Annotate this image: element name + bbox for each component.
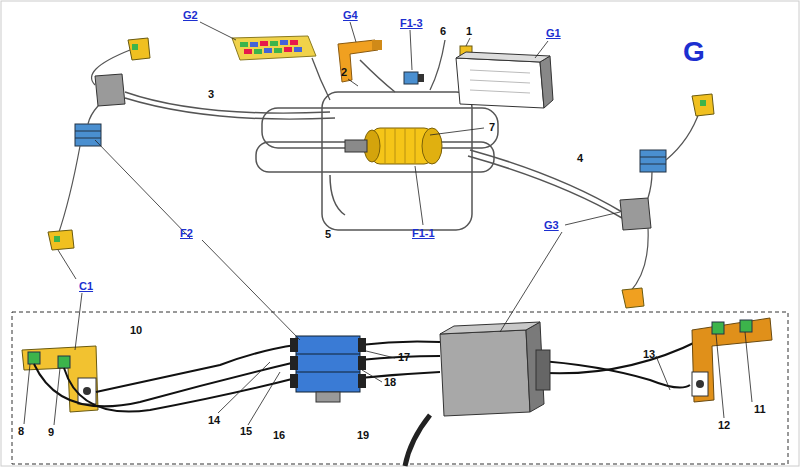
component-code: F1-3	[400, 18, 423, 29]
component-code: G2	[183, 10, 198, 21]
group-letter: G	[683, 38, 705, 66]
component-code: F1-1	[412, 228, 435, 239]
component-code: G3	[544, 220, 559, 231]
callout-number: 3	[208, 89, 214, 100]
component-code: C1	[79, 281, 93, 292]
component-code: G4	[343, 10, 358, 21]
component-code: F2	[180, 228, 193, 239]
callout-number: 8	[18, 426, 24, 437]
callout-number: 4	[577, 153, 583, 164]
callout-number: 15	[240, 426, 252, 437]
callout-number: 12	[718, 420, 730, 431]
callout-number: 2	[341, 67, 347, 78]
callout-number: 5	[325, 229, 331, 240]
callout-number: 17	[398, 352, 410, 363]
callout-number: 11	[754, 404, 766, 415]
callout-number: 13	[643, 349, 655, 360]
callout-number: 6	[440, 26, 446, 37]
callout-number: 10	[130, 325, 142, 336]
callout-number: 19	[357, 430, 369, 441]
callout-number: 16	[273, 430, 285, 441]
callout-number: 18	[384, 377, 396, 388]
component-code: G1	[546, 28, 561, 39]
callout-number: 14	[208, 415, 220, 426]
callout-number: 1	[466, 26, 472, 37]
callout-number: 9	[48, 427, 54, 438]
callout-number: 7	[489, 122, 495, 133]
